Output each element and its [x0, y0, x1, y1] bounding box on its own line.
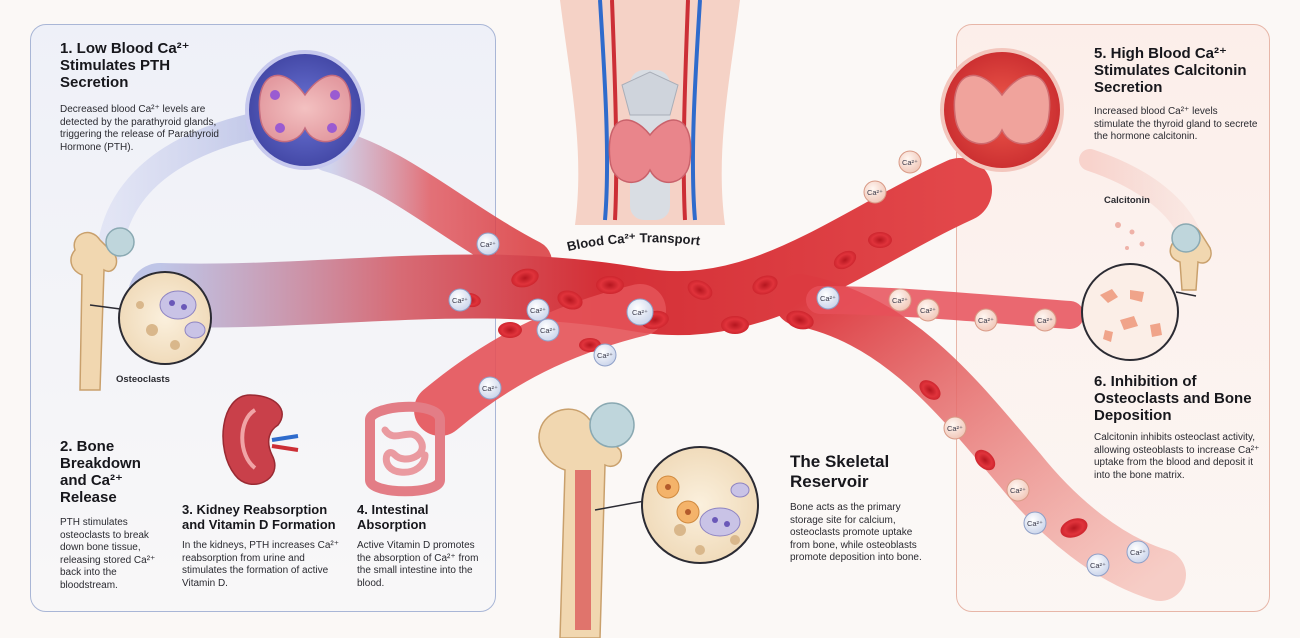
parathyroid-gland-circle [245, 50, 365, 170]
calcium-ion: Ca²⁺ [526, 298, 550, 322]
kidney-icon [222, 394, 299, 485]
calcium-ion: Ca²⁺ [898, 150, 922, 174]
right-bone-icon [1169, 223, 1212, 291]
osteoblast-magnifier [1081, 263, 1197, 361]
calcium-ion: Ca²⁺ [476, 232, 500, 256]
calcium-ion: Ca²⁺ [974, 308, 998, 332]
reservoir-body: Bone acts as the primary storage site fo… [790, 502, 922, 563]
skeletal-reservoir-illustration [538, 402, 759, 638]
calcitonin-label: Calcitonin [1104, 195, 1150, 206]
calcium-ion-label: Ca²⁺ [867, 188, 883, 197]
calcium-ion-label: Ca²⁺ [1027, 519, 1043, 528]
step2-title: 2. Bone Breakdown and Ca²⁺ Release [60, 438, 141, 506]
step5-body: Increased blood Ca²⁺ levels stimulate th… [1094, 106, 1258, 142]
calcium-ion-label: Ca²⁺ [632, 308, 648, 317]
calcium-ion: Ca²⁺ [478, 376, 502, 400]
reservoir-title: The Skeletal Reservoir [790, 452, 890, 491]
calcium-ion-label: Ca²⁺ [482, 384, 498, 393]
calcium-ion: Ca²⁺ [888, 288, 912, 312]
calcium-ion-label: Ca²⁺ [902, 158, 918, 167]
step1-body: Decreased blood Ca²⁺ levels are detected… [60, 104, 219, 153]
calcium-ion: Ca²⁺ [626, 298, 654, 326]
step3-body: In the kidneys, PTH increases Ca²⁺ reabs… [182, 540, 340, 589]
step2-body: PTH stimulates osteoclasts to break down… [60, 517, 156, 591]
step3-title: 3. Kidney Reabsorption and Vitamin D For… [182, 502, 336, 532]
calcium-ion: Ca²⁺ [816, 286, 840, 310]
calcium-ion-label: Ca²⁺ [530, 306, 546, 315]
calcium-ion: Ca²⁺ [943, 416, 967, 440]
left-bone-icon [70, 227, 135, 391]
calcium-ion: Ca²⁺ [863, 180, 887, 204]
calcitonin-particles [1115, 222, 1145, 250]
calcium-ion-label: Ca²⁺ [1130, 548, 1146, 557]
calcium-ion-label: Ca²⁺ [452, 296, 468, 305]
calcium-ion: Ca²⁺ [1033, 308, 1057, 332]
step6-body: Calcitonin inhibits osteoclast activity,… [1094, 432, 1260, 481]
calcium-ion: Ca²⁺ [448, 288, 472, 312]
calcium-ion-label: Ca²⁺ [540, 326, 556, 335]
calcium-ion-label: Ca²⁺ [480, 240, 496, 249]
step4-title: 4. Intestinal Absorption [357, 502, 429, 532]
step4-body: Active Vitamin D promotes the absorption… [357, 540, 479, 589]
svg-text:Blood Ca²⁺ Transport: Blood Ca²⁺ Transport [565, 230, 701, 254]
calcium-ion-label: Ca²⁺ [947, 424, 963, 433]
calcium-ion-label: Ca²⁺ [1090, 561, 1106, 570]
calcium-ion: Ca²⁺ [1006, 478, 1030, 502]
calcium-ions: Ca²⁺ Ca²⁺ Ca²⁺ Ca²⁺ Ca²⁺ Ca²⁺ Ca²⁺ Ca²⁺ Ca²⁺ Ca²⁺… [448, 150, 1150, 577]
step1-title: 1. Low Blood Ca²⁺ Stimulates PTH Secreti… [60, 40, 190, 91]
calcium-ion-label: Ca²⁺ [978, 316, 994, 325]
calcium-ion-label: Ca²⁺ [920, 306, 936, 315]
calcium-ion-label: Ca²⁺ [1037, 316, 1053, 325]
calcium-ion-label: Ca²⁺ [892, 296, 908, 305]
calcium-ion-label: Ca²⁺ [1010, 486, 1026, 495]
blood-transport-label: Blood Ca²⁺ Transport [565, 230, 701, 254]
step5-title: 5. High Blood Ca²⁺ Stimulates Calcitonin… [1094, 45, 1247, 96]
calcium-ion: Ca²⁺ [536, 318, 560, 342]
red-blood-cells [459, 232, 1088, 538]
calcium-ion-label: Ca²⁺ [597, 351, 613, 360]
calcium-ion: Ca²⁺ [916, 298, 940, 322]
osteoclast-magnifier [89, 271, 212, 365]
step6-title: 6. Inhibition of Osteoclasts and Bone De… [1094, 373, 1252, 424]
neck-thyroid-illustration [560, 0, 740, 225]
calcium-ion: Ca²⁺ [1023, 511, 1047, 535]
osteoclasts-label: Osteoclasts [116, 374, 170, 385]
thyroid-gland-circle [940, 48, 1064, 172]
calcium-ion: Ca²⁺ [1126, 540, 1150, 564]
intestine-icon [365, 401, 445, 497]
calcium-ion-label: Ca²⁺ [820, 294, 836, 303]
calcium-ion: Ca²⁺ [1086, 553, 1110, 577]
calcium-ion: Ca²⁺ [593, 343, 617, 367]
